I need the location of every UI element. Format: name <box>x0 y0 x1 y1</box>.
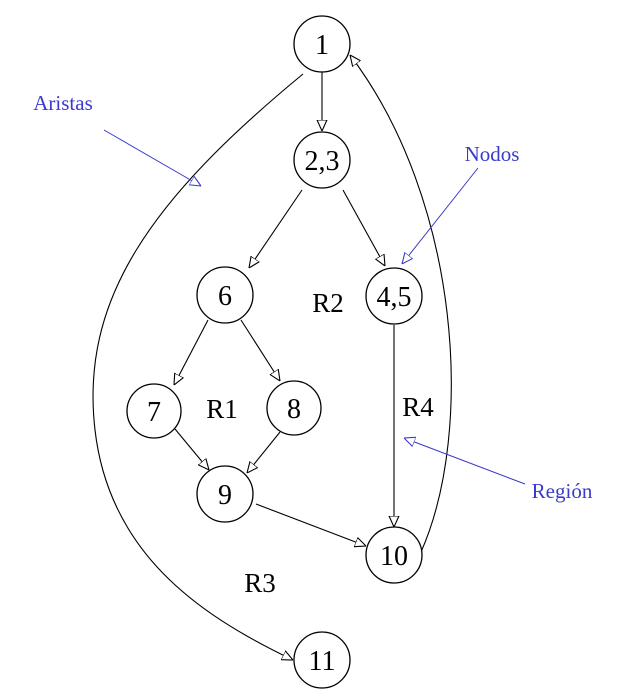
edge-2-3-to-6 <box>249 189 303 268</box>
edge-10-to-1 <box>350 55 452 553</box>
region-label-r1: R1 <box>206 394 238 424</box>
annotations: Aristas Nodos Región <box>33 91 593 503</box>
node-label: 2,3 <box>305 146 340 177</box>
edge-8-to-9 <box>247 431 281 473</box>
node-1: 1 <box>293 15 351 73</box>
node-2-3: 2,3 <box>293 131 351 189</box>
region-label-r2: R2 <box>312 288 344 318</box>
annotation-label-nodes: Nodos <box>465 142 520 166</box>
edge-6-to-8 <box>240 319 280 381</box>
node-label: 8 <box>287 394 301 425</box>
node-8: 8 <box>266 380 322 436</box>
node-label: 10 <box>380 541 408 572</box>
annotation-pointer-edges <box>103 129 201 186</box>
region-label-r4: R4 <box>402 392 434 422</box>
node-label: 4,5 <box>377 282 412 313</box>
region-label-r3: R3 <box>244 568 276 598</box>
node-10: 10 <box>365 526 423 584</box>
annotation-label-edges: Aristas <box>33 91 93 115</box>
node-4-5: 4,5 <box>365 267 423 325</box>
annotation-pointer-nodes <box>402 167 479 264</box>
annotation-label-region: Región <box>532 479 593 503</box>
node-11: 11 <box>293 631 351 689</box>
edge-2-3-to-4-5 <box>342 189 385 266</box>
node-label: 1 <box>315 30 329 61</box>
node-label: 11 <box>309 646 336 677</box>
node-label: 7 <box>147 397 161 428</box>
node-6: 6 <box>196 266 254 324</box>
nodes: 1 2,3 6 4,5 7 8 9 10 <box>126 15 423 689</box>
node-label: 9 <box>218 480 232 511</box>
node-9: 9 <box>196 465 254 523</box>
edge-7-to-9 <box>174 428 209 470</box>
regions: R1 R2 R3 R4 <box>206 288 434 598</box>
node-7: 7 <box>126 383 182 439</box>
edge-6-to-7 <box>174 319 209 385</box>
annotation-pointer-region <box>404 438 526 485</box>
edge-9-to-10 <box>255 503 366 546</box>
node-label: 6 <box>218 281 232 312</box>
